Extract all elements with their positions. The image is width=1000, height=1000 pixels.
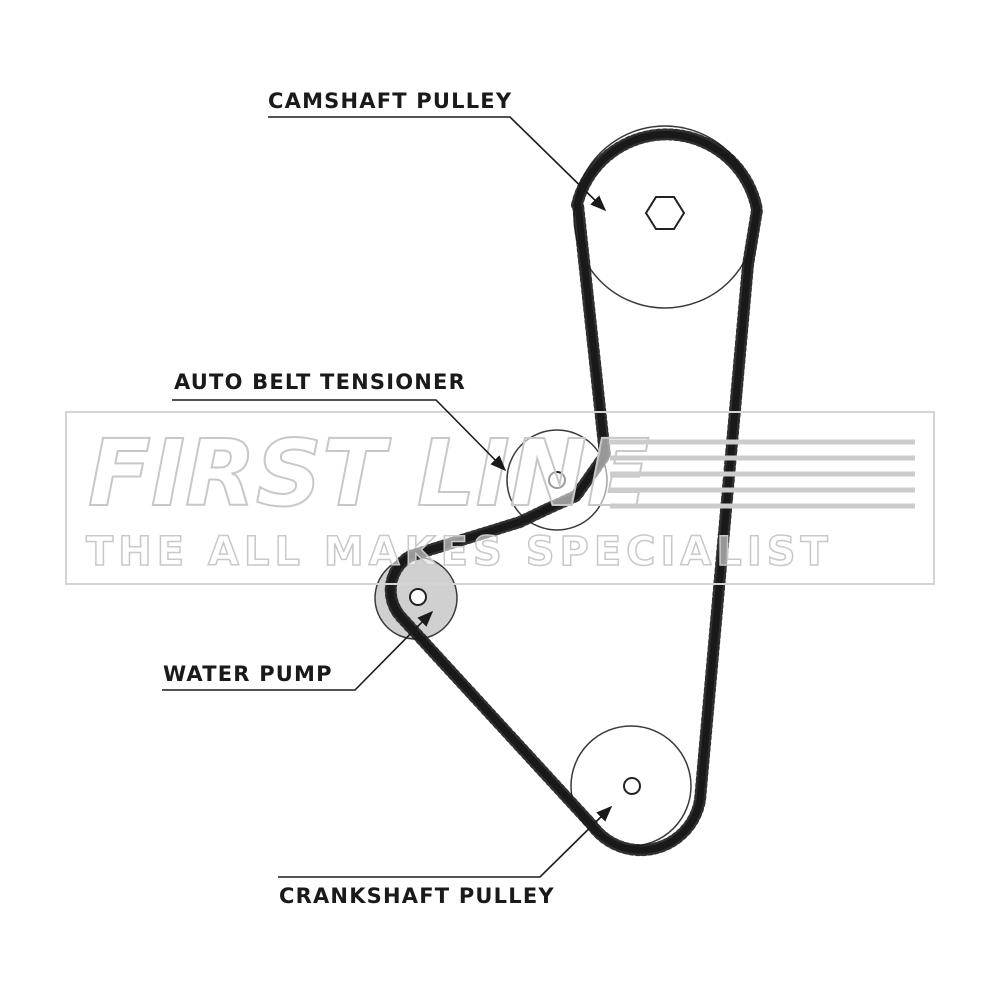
leader-lines <box>162 116 613 878</box>
camshaft-pulley-label: CAMSHAFT PULLEY <box>268 89 512 113</box>
watermark-brand: FIRST LINE <box>88 420 650 527</box>
water-pump-leader <box>162 610 434 691</box>
auto-belt-tensioner <box>506 429 608 531</box>
crankshaft-pulley-label: CRANKSHAFT PULLEY <box>279 884 555 908</box>
camshaft-leader <box>268 116 607 212</box>
watermark-tagline: THE ALL MAKES SPECIALIST <box>86 529 833 575</box>
crankshaft-leader <box>278 805 613 878</box>
hex-bolt-icon <box>644 196 686 230</box>
tensioner-leader <box>172 399 507 472</box>
water-pump-label: WATER PUMP <box>163 662 333 686</box>
watermark-frame <box>65 411 935 585</box>
watermark: FIRST LINE THE ALL MAKES SPECIALIST <box>65 411 935 585</box>
timing-belt <box>384 128 763 857</box>
auto-belt-tensioner-label: AUTO BELT TENSIONER <box>174 370 466 394</box>
watermark-speed-lines <box>610 439 915 509</box>
